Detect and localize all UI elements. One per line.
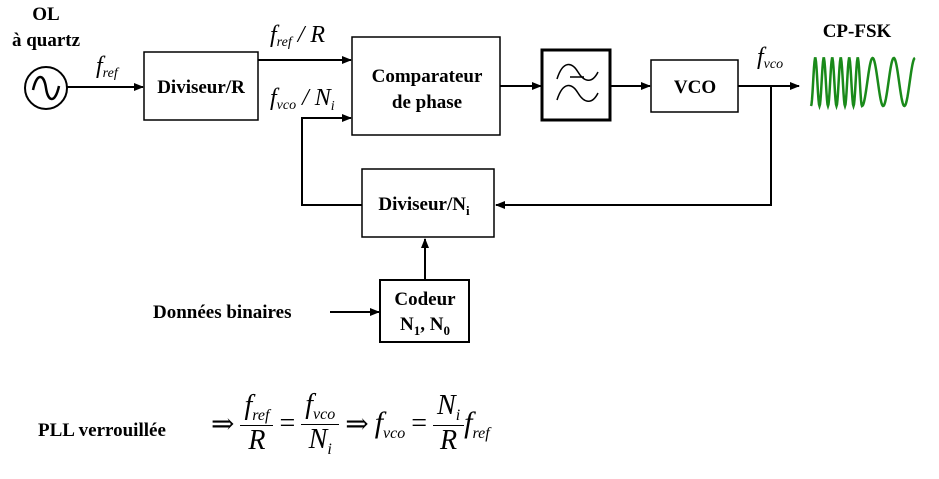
- wire-vco-to-divider-n: [495, 86, 772, 209]
- signal-f-vco: fvco: [757, 44, 783, 72]
- fraction-ni-over-r: Ni R: [433, 390, 465, 456]
- equals-symbol: =: [279, 408, 296, 440]
- divider-r-label: Diviseur/R: [157, 77, 245, 98]
- comparator-label-line2: de phase: [392, 92, 462, 113]
- divider-n-block: [361, 168, 495, 238]
- implies-symbol-2: ⇒: [345, 409, 369, 441]
- fraction-fvco-over-ni: fvco Ni: [301, 389, 340, 458]
- encoder-label-line1: Codeur: [394, 289, 456, 310]
- equation-label: PLL verrouillée: [38, 420, 166, 441]
- sine-source-icon: [24, 66, 68, 110]
- oscillator-title-line2: à quartz: [12, 30, 81, 51]
- encoder-block: [379, 279, 470, 343]
- vco-block: [650, 59, 739, 113]
- implies-symbol: ⇒: [211, 409, 235, 441]
- equals-symbol-2: =: [411, 408, 428, 440]
- signal-f-ref-over-r: fref / R: [270, 22, 325, 50]
- locked-pll-equation: ⇒ fref R = fvco Ni ⇒ fvco = Ni R fref: [205, 389, 490, 458]
- phase-comparator-block: [351, 36, 501, 136]
- comparator-label-line1: Comparateur: [372, 66, 483, 87]
- fraction-fref-over-r: fref R: [240, 390, 274, 456]
- loop-filter-block: [540, 48, 612, 122]
- signal-f-ref: fref: [96, 53, 120, 81]
- low-pass-filter-icon: [556, 63, 599, 102]
- encoder-label-line2: N1, N0: [400, 314, 450, 338]
- divider-r-block: [143, 51, 259, 121]
- vco-label: VCO: [674, 77, 716, 98]
- output-label: CP-FSK: [823, 21, 892, 42]
- rhs-fref: fref: [464, 405, 490, 442]
- divider-n-label: Diviseur/Ni: [378, 194, 470, 218]
- lhs-fvco: fvco: [374, 405, 406, 442]
- oscillator-title-line1: OL: [32, 4, 59, 25]
- input-label: Données binaires: [153, 302, 291, 323]
- wire-divider-n-to-comparator: [301, 114, 362, 206]
- signal-f-vco-over-ni: fvco / Ni: [270, 85, 335, 114]
- cp-fsk-waveform: [809, 56, 916, 111]
